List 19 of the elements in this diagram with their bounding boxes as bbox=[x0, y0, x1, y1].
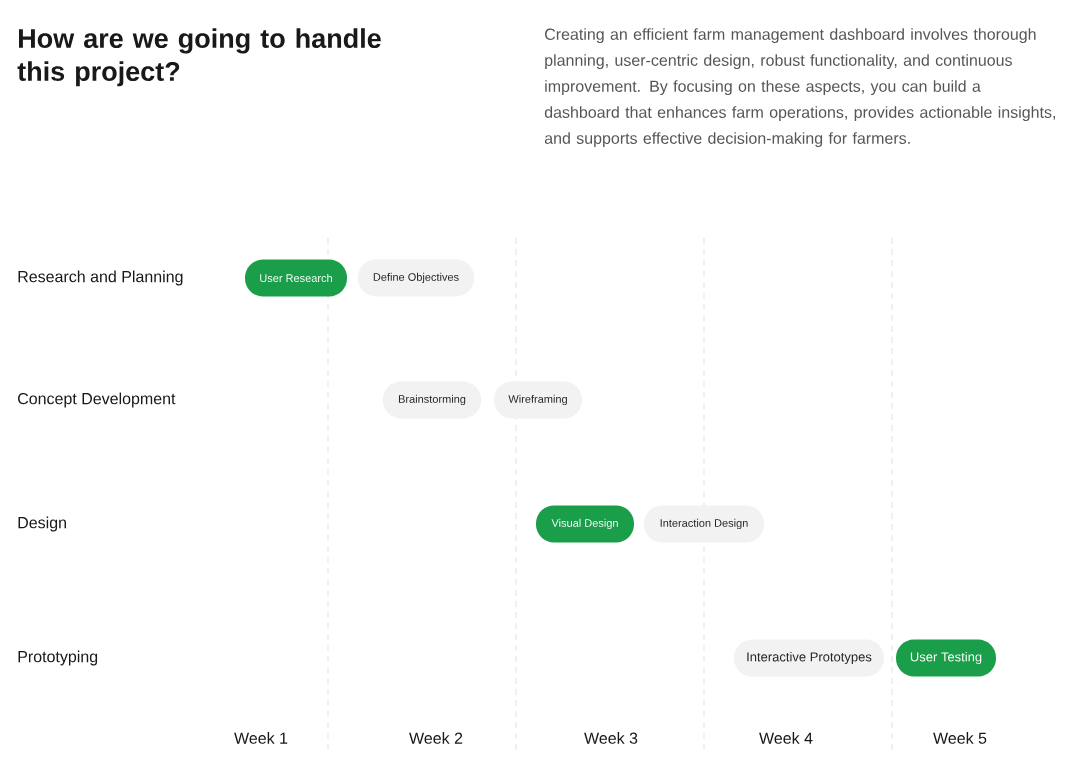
highlighted-pill: Visual Design bbox=[536, 505, 634, 543]
week-label: Week 4 bbox=[759, 732, 813, 744]
row-label: Concept Development bbox=[18, 392, 176, 408]
task-pill: Wireframing bbox=[494, 381, 582, 419]
task-pill: Interactive Prototypes bbox=[734, 639, 884, 677]
highlighted-pill: User Research bbox=[245, 259, 347, 297]
row-label: Design bbox=[18, 516, 66, 532]
row-label: Prototyping bbox=[18, 650, 98, 666]
week-label: Week 3 bbox=[584, 732, 638, 744]
row-label: Research and Planning bbox=[18, 270, 183, 286]
description: Creating an efficient farm management dashboard involves thorough planning, user-centric design, robust functionality, and continuous improvement. By focusing on these aspects, you can build a dashboard that enhances farm operations, provides actionable insights, and supports effective decision-making for farmers. bbox=[544, 28, 1055, 148]
heading: How are we going to handle this project? bbox=[17, 28, 381, 87]
highlighted-pill: User Testing bbox=[896, 639, 996, 677]
task-pill: Brainstorming bbox=[383, 381, 481, 419]
week-label: Week 2 bbox=[409, 732, 463, 744]
task-pill: Interaction Design bbox=[644, 505, 764, 543]
task-pill: Define Objectives bbox=[358, 259, 474, 297]
week-label: Week 5 bbox=[933, 732, 987, 744]
week-label: Week 1 bbox=[234, 732, 288, 744]
